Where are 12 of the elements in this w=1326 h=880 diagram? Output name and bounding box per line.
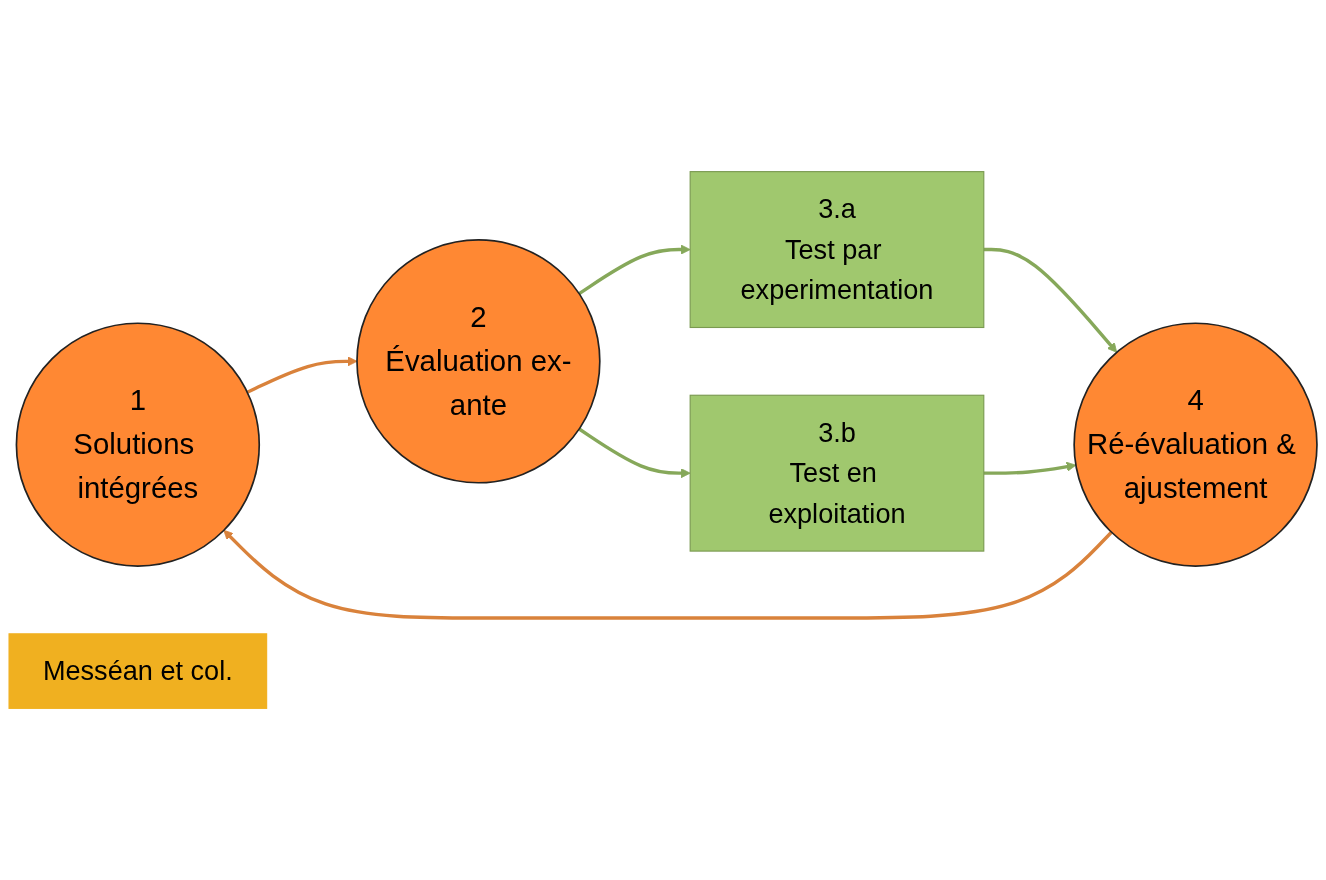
arrow [578, 244, 691, 296]
node-circle: 2 Évaluation ex-ante [356, 239, 601, 484]
node-box: Messéan et col. [8, 633, 268, 709]
node-circle: 1 Solutions intégrées [15, 322, 261, 567]
arrow [983, 461, 1077, 475]
arrow [983, 247, 1118, 353]
arrow [246, 356, 358, 394]
node-box: 3.b Test en exploitation [689, 394, 985, 552]
arrow [223, 529, 1113, 620]
node-circle: 4 Ré-évaluation & ajustement [1073, 322, 1318, 567]
arrow [578, 427, 691, 479]
node-box: 3.a Test par experimentation [689, 171, 985, 329]
